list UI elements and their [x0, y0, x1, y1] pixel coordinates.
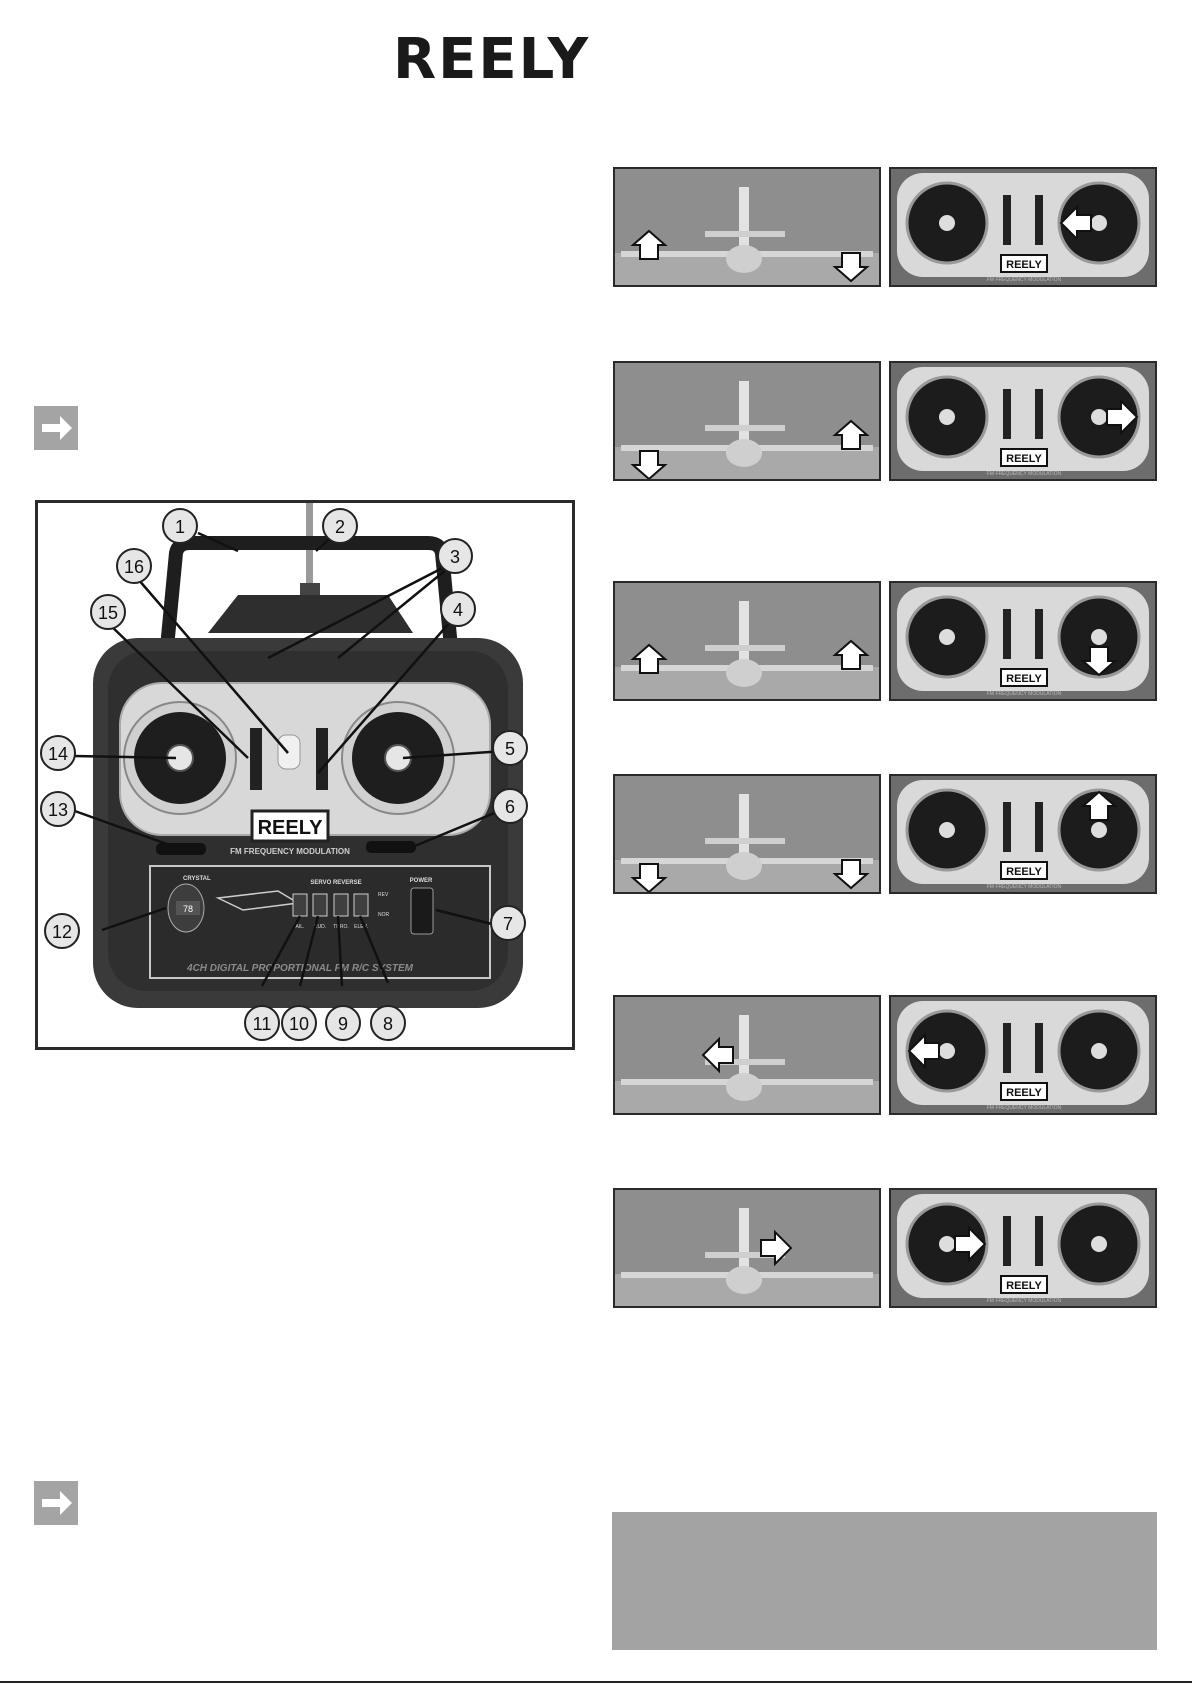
direction-arrow-icon — [832, 859, 870, 890]
callout-6: 6 — [505, 797, 515, 817]
direction-arrow-icon — [1059, 204, 1092, 242]
rev-label: REV — [378, 892, 389, 898]
callout-1: 1 — [175, 517, 185, 537]
power-label: POWER — [410, 878, 433, 884]
callout-9: 9 — [338, 1014, 348, 1034]
callout-3: 3 — [450, 547, 460, 567]
transmitter-stick-photo: REELY FM FREQUENCY MODULATION — [889, 361, 1157, 481]
switch-label-thro: THRO. — [333, 924, 349, 930]
thumb-logo: REELY — [1006, 1087, 1042, 1099]
thumb-fm-label: FM FREQUENCY MODULATION — [987, 277, 1062, 283]
thumb-fm-label: FM FREQUENCY MODULATION — [987, 1105, 1062, 1111]
nor-label: NOR — [378, 912, 390, 918]
direction-arrow-icon — [701, 1036, 734, 1074]
fm-label: FM FREQUENCY MODULATION — [230, 847, 350, 856]
callout-13: 13 — [48, 800, 68, 820]
direction-arrow-icon — [630, 450, 668, 479]
switch-label-ail: AIL. — [296, 924, 305, 930]
thumb-fm-label: FM FREQUENCY MODULATION — [987, 1298, 1062, 1304]
page-divider — [0, 1681, 1192, 1683]
callout-7: 7 — [503, 914, 513, 934]
thumb-logo: REELY — [1006, 453, 1042, 465]
callout-15: 15 — [98, 603, 118, 623]
direction-arrow-icon — [1106, 398, 1139, 436]
direction-arrow-icon — [832, 639, 870, 670]
thumb-logo: REELY — [1006, 259, 1042, 271]
thumb-fm-label: FM FREQUENCY MODULATION — [987, 884, 1062, 890]
transmitter-stick-photo: REELY FM FREQUENCY MODULATION — [889, 1188, 1157, 1308]
plane-photo — [613, 361, 881, 481]
plane-photo — [613, 581, 881, 701]
callout-11: 11 — [253, 1014, 272, 1034]
crystal-label: CRYSTAL — [183, 876, 211, 882]
callout-2: 2 — [335, 517, 345, 537]
direction-arrow-icon — [832, 252, 870, 283]
callout-10: 10 — [289, 1014, 309, 1034]
info-box — [612, 1512, 1157, 1650]
thumb-logo: REELY — [1006, 866, 1042, 878]
direction-arrow-icon — [832, 419, 870, 450]
callout-12: 12 — [52, 922, 72, 942]
direction-arrow-icon — [907, 1032, 940, 1070]
callout-5: 5 — [505, 739, 515, 759]
plane-photo — [613, 774, 881, 894]
direction-arrow-icon — [630, 643, 668, 674]
switch-label-elev: ELEV. — [354, 924, 368, 930]
thumb-logo: REELY — [1006, 673, 1042, 685]
plane-photo — [613, 995, 881, 1115]
direction-arrow-icon — [954, 1225, 987, 1263]
transmitter-illustration: REELY FM FREQUENCY MODULATION CRYSTAL 78… — [40, 503, 528, 1041]
callout-16: 16 — [124, 557, 144, 577]
system-label: 4CH DIGITAL PROPORTIONAL FM R/C SYSTEM — [186, 963, 414, 974]
callout-4: 4 — [453, 600, 463, 620]
arrow-right-icon — [34, 406, 78, 450]
servo-reverse-label: SERVO REVERSE — [310, 880, 361, 886]
transmitter-stick-photo: REELY FM FREQUENCY MODULATION — [889, 167, 1157, 287]
plane-photo — [613, 167, 881, 287]
transmitter-stick-photo: REELY FM FREQUENCY MODULATION — [889, 581, 1157, 701]
direction-arrow-icon — [760, 1229, 793, 1267]
transmitter-logo: REELY — [258, 817, 324, 839]
transmitter-diagram: REELY FM FREQUENCY MODULATION CRYSTAL 78… — [35, 500, 575, 1050]
thumb-logo: REELY — [1006, 1280, 1042, 1292]
thumb-fm-label: FM FREQUENCY MODULATION — [987, 471, 1062, 477]
thumb-fm-label: FM FREQUENCY MODULATION — [987, 691, 1062, 697]
direction-arrow-icon — [1080, 790, 1118, 821]
transmitter-stick-photo: REELY FM FREQUENCY MODULATION — [889, 995, 1157, 1115]
switch-label-rud: RUD. — [314, 924, 326, 930]
callout-8: 8 — [383, 1014, 393, 1034]
crystal-value: 78 — [183, 904, 193, 914]
transmitter-stick-photo: REELY FM FREQUENCY MODULATION — [889, 774, 1157, 894]
callout-14: 14 — [48, 744, 68, 764]
plane-photo — [613, 1188, 881, 1308]
direction-arrow-icon — [630, 229, 668, 260]
brand-logo: REELY — [393, 27, 591, 92]
direction-arrow-icon — [1080, 646, 1118, 677]
arrow-right-icon — [34, 1481, 78, 1525]
direction-arrow-icon — [630, 863, 668, 892]
